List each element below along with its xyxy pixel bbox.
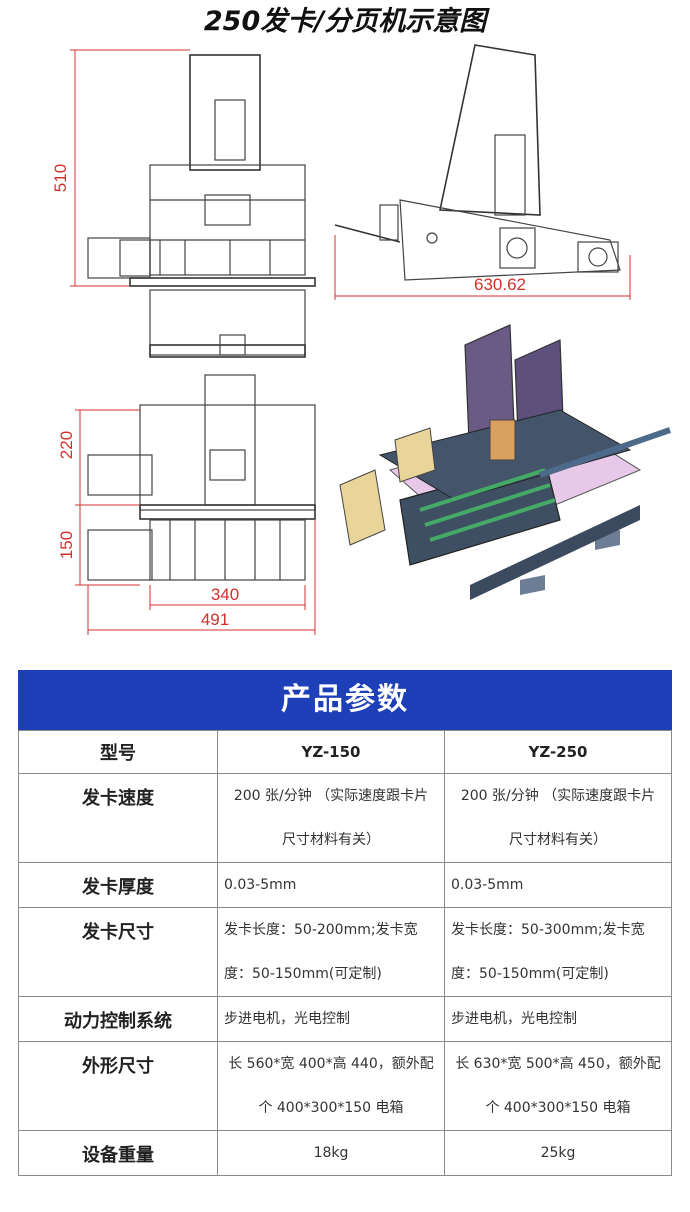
col-b-header: YZ-250 xyxy=(444,730,672,774)
front-view xyxy=(70,49,316,287)
col-a-header: YZ-150 xyxy=(217,730,445,774)
row-value-b: 发卡长度：50-300mm;发卡宽度：50-150mm(可定制) xyxy=(444,907,672,997)
row-value-a: 18kg xyxy=(217,1130,445,1176)
spec-header: 产品参数 xyxy=(18,670,672,730)
row-key: 外形尺寸 xyxy=(18,1041,218,1131)
row-key: 发卡速度 xyxy=(18,773,218,863)
value-line: 18kg xyxy=(313,1145,349,1161)
value-line: 25kg xyxy=(540,1145,576,1161)
row-key: 动力控制系统 xyxy=(18,996,218,1042)
row-key: 设备重量 xyxy=(18,1130,218,1176)
value-line: 尺寸材料有关） xyxy=(282,832,380,848)
table-row: 动力控制系统 步进电机，光电控制 步进电机，光电控制 xyxy=(18,996,672,1042)
dim-630-62: 630.62 xyxy=(474,275,526,294)
value-line: 度：50-150mm(可定制) xyxy=(224,966,382,982)
value-line: 尺寸材料有关） xyxy=(509,832,607,848)
dim-150: 150 xyxy=(57,531,76,559)
value-line: 0.03-5mm xyxy=(451,877,524,893)
table-row: 外形尺寸 长 560*宽 400*高 440，额外配个 400*300*150 … xyxy=(18,1041,672,1131)
row-key: 发卡厚度 xyxy=(18,862,218,908)
row-value-b: 0.03-5mm xyxy=(444,862,672,908)
top-view xyxy=(75,289,316,635)
row-value-a: 长 560*宽 400*高 440，额外配个 400*300*150 电箱 xyxy=(217,1041,445,1131)
row-value-b: 长 630*宽 500*高 450，额外配个 400*300*150 电箱 xyxy=(444,1041,672,1131)
value-line: 度：50-150mm(可定制) xyxy=(451,966,609,982)
value-line: 200 张/分钟 （实际速度跟卡片 xyxy=(460,788,656,804)
row-value-a: 200 张/分钟 （实际速度跟卡片尺寸材料有关） xyxy=(217,773,445,863)
spec-section: 产品参数 型号 YZ-150 YZ-250 发卡速度 200 张/分钟 （实际速… xyxy=(18,670,672,1176)
value-line: 发卡长度：50-300mm;发卡宽 xyxy=(451,922,645,938)
row-value-a: 0.03-5mm xyxy=(217,862,445,908)
table-header-row: 型号 YZ-150 YZ-250 xyxy=(18,730,672,774)
value-line: 个 400*300*150 电箱 xyxy=(485,1100,631,1116)
value-line: 个 400*300*150 电箱 xyxy=(258,1100,404,1116)
value-line: 0.03-5mm xyxy=(224,877,297,893)
dim-491: 491 xyxy=(201,610,229,629)
machine-drawing: 510 630.62 xyxy=(51,44,671,635)
value-line: 长 560*宽 400*高 440，额外配 xyxy=(228,1056,434,1072)
row-value-b: 25kg xyxy=(444,1130,672,1176)
spec-table: 型号 YZ-150 YZ-250 发卡速度 200 张/分钟 （实际速度跟卡片尺… xyxy=(18,730,672,1176)
table-row: 发卡速度 200 张/分钟 （实际速度跟卡片尺寸材料有关） 200 张/分钟 （… xyxy=(18,773,672,863)
table-row: 设备重量 18kg 25kg xyxy=(18,1130,672,1176)
dim-510: 510 xyxy=(51,164,70,192)
row-value-a: 发卡长度：50-200mm;发卡宽度：50-150mm(可定制) xyxy=(217,907,445,997)
dim-220: 220 xyxy=(57,431,76,459)
value-line: 200 张/分钟 （实际速度跟卡片 xyxy=(233,788,429,804)
col-key-header: 型号 xyxy=(18,730,218,774)
row-key: 发卡尺寸 xyxy=(18,907,218,997)
dim-340: 340 xyxy=(211,585,239,604)
value-line: 发卡长度：50-200mm;发卡宽 xyxy=(224,922,418,938)
page-title: 250发卡/分页机示意图 xyxy=(203,6,487,37)
table-row: 发卡尺寸 发卡长度：50-200mm;发卡宽度：50-150mm(可定制) 发卡… xyxy=(18,907,672,997)
row-value-b: 200 张/分钟 （实际速度跟卡片尺寸材料有关） xyxy=(444,773,672,863)
value-line: 长 630*宽 500*高 450，额外配 xyxy=(455,1056,661,1072)
side-view xyxy=(334,44,631,300)
row-value-a: 步进电机，光电控制 xyxy=(217,996,445,1042)
table-row: 发卡厚度 0.03-5mm 0.03-5mm xyxy=(18,862,672,908)
value-line: 步进电机，光电控制 xyxy=(451,1011,577,1027)
row-value-b: 步进电机，光电控制 xyxy=(444,996,672,1042)
value-line: 步进电机，光电控制 xyxy=(224,1011,350,1027)
machine-3d-render xyxy=(339,324,671,600)
